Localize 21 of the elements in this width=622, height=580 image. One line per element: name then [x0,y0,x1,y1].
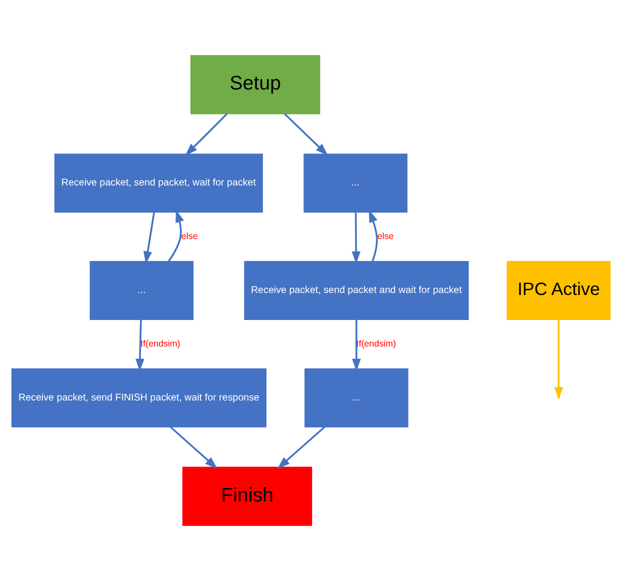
arrow [352,212,360,264]
edge-label: else [181,230,198,241]
node-box: Receive packet, send packet and wait for packet [244,260,469,320]
node-box: Finish [182,466,312,526]
node-box: ... [90,260,194,320]
node-box: Receive packet, send FINISH packet, wait for response [11,368,266,427]
arrow [352,319,361,371]
edge-label: else [377,230,394,241]
arrow [136,319,144,371]
arrow [284,112,328,156]
edge-label: If(endsim) [356,338,396,348]
node-box: IPC Active [506,260,611,320]
arrow [277,426,326,468]
node-box: ... [304,368,408,427]
node-box: Setup [190,54,320,114]
arrow [143,212,155,264]
arrow [170,426,218,468]
node-box: Receive packet, send packet, wait for packet [54,153,263,212]
edge-label: If(endsim) [140,338,180,348]
arrow [185,112,228,156]
node-box: ... [304,153,408,212]
